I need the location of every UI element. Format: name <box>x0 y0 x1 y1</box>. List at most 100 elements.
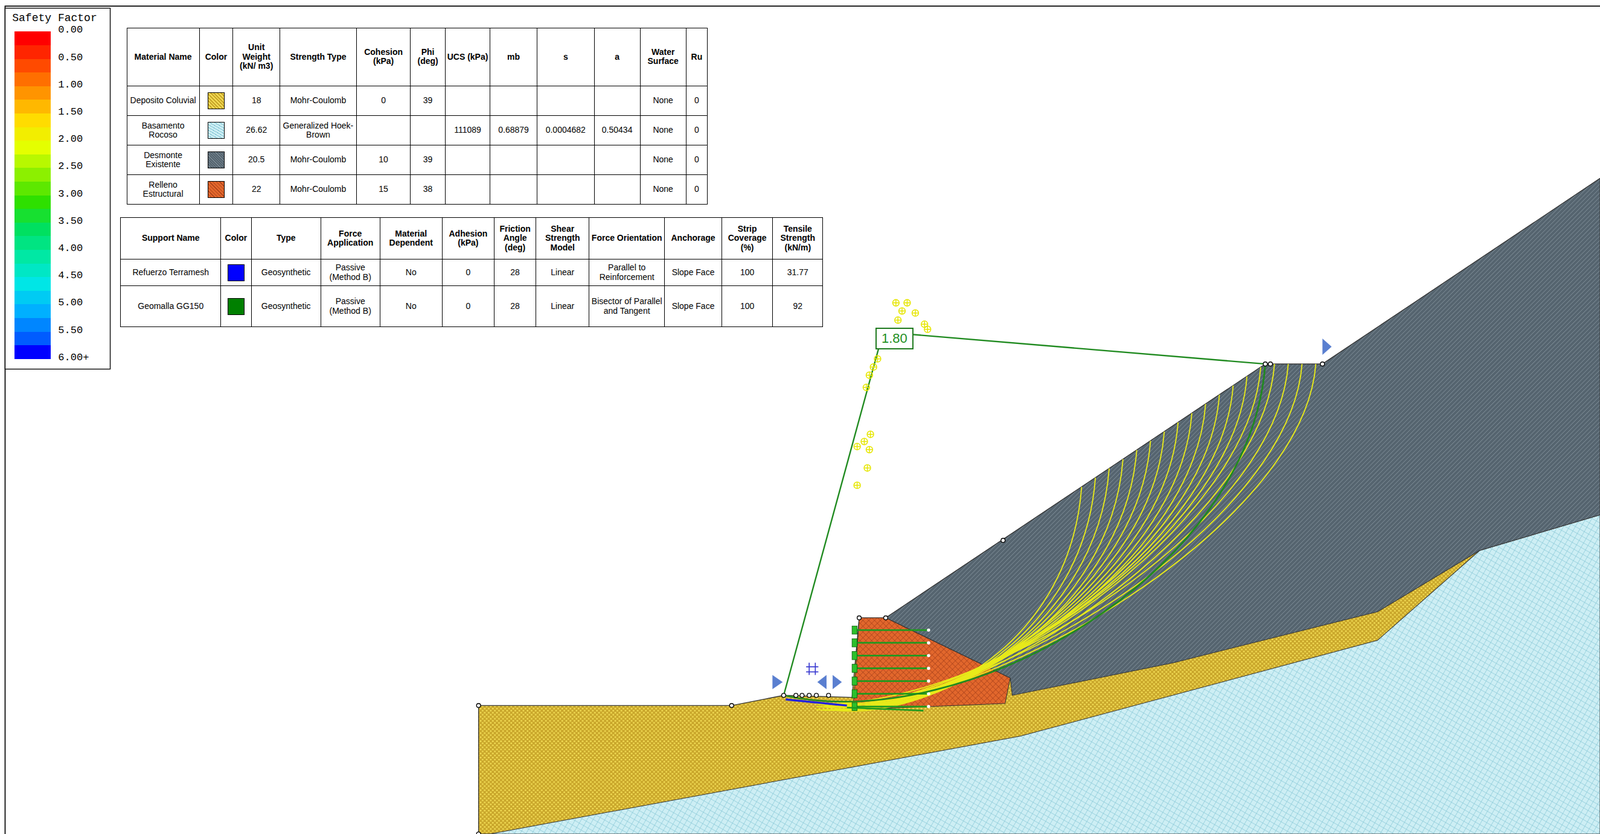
slip-surface <box>823 385 1234 711</box>
slip-center <box>899 307 906 315</box>
table-cell <box>199 144 234 176</box>
slip-center <box>873 364 875 371</box>
vertex <box>814 693 819 698</box>
slip-surface <box>844 450 1137 709</box>
cell-text: None <box>652 184 673 194</box>
grid-end <box>926 641 930 645</box>
table-header: Unit Weight (kN/ m3) <box>232 27 281 87</box>
slip-surface <box>844 403 1206 705</box>
legend-swatch <box>14 222 52 237</box>
cell-text: Anchorage <box>670 233 715 243</box>
vertex <box>729 704 734 709</box>
table-cell: 0.50434 <box>594 115 641 146</box>
legend-label: 2.50 <box>57 160 83 173</box>
legend-label: 6.00+ <box>57 352 89 364</box>
cell-text: None <box>652 96 673 106</box>
vertex <box>476 832 481 834</box>
cell-text: Passive (Method B) <box>322 263 379 282</box>
cell-text: No <box>405 301 417 311</box>
cell-text: Generalized Hoek-Brown <box>281 121 356 141</box>
cell-text: None <box>652 125 673 135</box>
cell-text: 20.5 <box>248 155 265 165</box>
cell-text: 100 <box>740 268 755 278</box>
legend-label: 4.50 <box>57 269 83 282</box>
table-cell: 18 <box>232 85 281 116</box>
slip-center <box>856 482 858 489</box>
vertex <box>1001 538 1006 543</box>
slip-center <box>870 431 872 438</box>
table-cell: 100 <box>721 285 774 328</box>
legend-swatch <box>14 291 52 305</box>
cell-text: 26.62 <box>245 125 267 135</box>
cell-text: Linear <box>550 301 575 311</box>
table-cell: 15 <box>356 174 412 205</box>
cell-text: 38 <box>423 184 433 194</box>
table-cell <box>489 85 538 116</box>
table-cell: None <box>640 144 687 176</box>
table-header: Cohesion (kPa) <box>356 27 412 87</box>
grid-end <box>926 692 930 696</box>
legend-swatch <box>14 86 52 101</box>
table-header: Strength Type <box>279 27 357 87</box>
slip-center <box>868 446 871 453</box>
grid-end <box>926 705 930 709</box>
legend-swatch <box>14 208 52 223</box>
slip-center <box>856 443 858 450</box>
table-cell <box>536 85 595 116</box>
material-swatch <box>227 298 245 316</box>
grid-end <box>926 679 930 683</box>
legend-label: 5.00 <box>57 297 83 309</box>
legend-label: 2.00 <box>57 133 83 145</box>
slip-surface <box>816 364 1289 704</box>
cell-text: Color <box>225 233 248 243</box>
table-cell: Geomalla GG150 <box>120 285 221 328</box>
cell-text: 0.50434 <box>601 125 633 135</box>
cell-text: Geomalla GG150 <box>137 301 204 311</box>
slip-center <box>924 326 932 333</box>
cell-text: Strength Type <box>289 52 346 62</box>
cell-text: Relleno Estructural <box>128 180 199 200</box>
table-cell: Mohr-Coulomb <box>279 144 357 176</box>
geogrid-layer <box>847 708 924 712</box>
cell-text: 0 <box>465 301 471 311</box>
table-cell: 0 <box>685 174 708 205</box>
table-header: a <box>594 27 641 87</box>
table-cell: 100 <box>721 259 774 287</box>
cell-text: 0 <box>694 96 700 106</box>
table-cell: Slope Face <box>664 285 723 328</box>
cell-text: Deposito Coluvial <box>130 96 197 106</box>
slip-center <box>912 309 919 317</box>
slip-center <box>868 372 871 379</box>
table-cell <box>594 85 641 116</box>
legend-swatch <box>14 318 52 333</box>
table-cell <box>536 174 595 205</box>
table-cell: Bisector of Parallel and Tangent <box>588 285 665 328</box>
legend-swatch <box>14 345 52 360</box>
table-cell: 20.5 <box>232 144 281 176</box>
legend-label: 0.00 <box>57 24 83 36</box>
vertex <box>857 615 862 621</box>
legend-swatch <box>14 167 52 182</box>
vertex <box>1263 362 1268 367</box>
legend-label: 1.00 <box>57 79 83 91</box>
cell-text: Cohesion (kPa) <box>358 47 410 67</box>
table-header: Type <box>251 217 322 260</box>
safety-factor-value: 1.80 <box>881 330 908 346</box>
material-swatch <box>227 264 245 282</box>
cell-text: 0 <box>465 268 471 278</box>
table-cell: Mohr-Coulomb <box>279 174 357 205</box>
table-cell: None <box>640 174 687 205</box>
slip-surface <box>823 478 1096 710</box>
legend-title: Safety Factor <box>12 12 97 25</box>
table-cell: Mohr-Coulomb <box>279 85 357 116</box>
legend-swatch <box>14 59 52 74</box>
safety-factor-box: 1.80 <box>875 327 914 350</box>
table-header: Tensile Strength (kN/m) <box>772 217 823 260</box>
table-cell: Slope Face <box>664 259 723 287</box>
legend-swatch <box>14 277 52 292</box>
cell-text: Mohr-Coulomb <box>290 96 347 106</box>
table-cell: Desmonte Existente <box>126 144 200 176</box>
table-cell: 0 <box>441 259 495 287</box>
table-cell: 31.77 <box>772 259 823 287</box>
cell-text: Strip Coverage (%) <box>723 224 772 253</box>
